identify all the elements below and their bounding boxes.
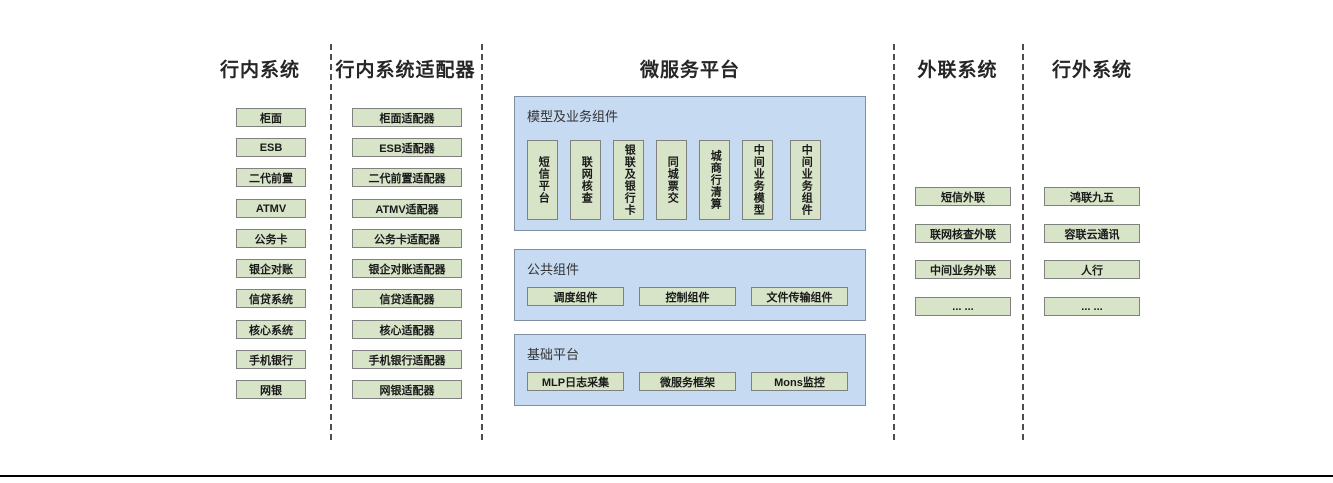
column-divider-3 <box>893 44 895 440</box>
node-external-1[interactable]: 联网核查外联 <box>915 224 1011 243</box>
node-base-1[interactable]: 微服务框架 <box>639 372 736 391</box>
node-in-bank-3[interactable]: ATMV <box>236 199 306 218</box>
node-base-2[interactable]: Mons监控 <box>751 372 848 391</box>
node-public-0[interactable]: 调度组件 <box>527 287 624 306</box>
node-adapter-1[interactable]: ESB适配器 <box>352 138 462 157</box>
column-title-in-bank-systems: 行内系统 <box>219 60 300 81</box>
node-model-6[interactable]: 中间业务组件 <box>790 140 821 220</box>
node-adapter-4[interactable]: 公务卡适配器 <box>352 229 462 248</box>
node-model-2[interactable]: 银联及银行卡 <box>613 140 644 220</box>
node-external-3[interactable]: ... ... <box>915 297 1011 316</box>
node-adapter-9[interactable]: 网银适配器 <box>352 380 462 399</box>
node-in-bank-7[interactable]: 核心系统 <box>236 320 306 339</box>
panel-base-platform: 基础平台 <box>514 334 866 406</box>
panel-title-public-components: 公共组件 <box>527 262 580 277</box>
node-in-bank-5[interactable]: 银企对账 <box>236 259 306 278</box>
node-model-0[interactable]: 短信平台 <box>527 140 558 220</box>
node-in-bank-6[interactable]: 信贷系统 <box>236 289 306 308</box>
column-divider-4 <box>1022 44 1024 440</box>
node-model-5[interactable]: 中间业务模型 <box>742 140 773 220</box>
node-outbank-2[interactable]: 人行 <box>1044 260 1140 279</box>
node-outbank-0[interactable]: 鸿联九五 <box>1044 187 1140 206</box>
node-adapter-6[interactable]: 信贷适配器 <box>352 289 462 308</box>
column-title-out-of-bank-systems: 行外系统 <box>1051 60 1132 81</box>
column-divider-1 <box>330 44 332 440</box>
node-in-bank-2[interactable]: 二代前置 <box>236 168 306 187</box>
node-model-4[interactable]: 城商行清算 <box>699 140 730 220</box>
node-in-bank-9[interactable]: 网银 <box>236 380 306 399</box>
node-in-bank-4[interactable]: 公务卡 <box>236 229 306 248</box>
node-model-1[interactable]: 联网核查 <box>570 140 601 220</box>
node-in-bank-0[interactable]: 柜面 <box>236 108 306 127</box>
node-base-0[interactable]: MLP日志采集 <box>527 372 624 391</box>
node-adapter-3[interactable]: ATMV适配器 <box>352 199 462 218</box>
node-external-2[interactable]: 中间业务外联 <box>915 260 1011 279</box>
node-outbank-1[interactable]: 容联云通讯 <box>1044 224 1140 243</box>
node-outbank-3[interactable]: ... ... <box>1044 297 1140 316</box>
node-public-1[interactable]: 控制组件 <box>639 287 736 306</box>
column-divider-2 <box>481 44 483 440</box>
panel-title-base-platform: 基础平台 <box>527 347 580 362</box>
node-adapter-0[interactable]: 柜面适配器 <box>352 108 462 127</box>
bottom-frame-rule <box>0 475 1333 477</box>
node-in-bank-8[interactable]: 手机银行 <box>236 350 306 369</box>
node-in-bank-1[interactable]: ESB <box>236 138 306 157</box>
node-public-2[interactable]: 文件传输组件 <box>751 287 848 306</box>
column-title-external-link-systems: 外联系统 <box>917 60 998 81</box>
column-title-in-bank-adapters: 行内系统适配器 <box>335 60 476 81</box>
node-model-3[interactable]: 同城票交 <box>656 140 687 220</box>
node-adapter-8[interactable]: 手机银行适配器 <box>352 350 462 369</box>
panel-public-components: 公共组件 <box>514 249 866 321</box>
node-adapter-7[interactable]: 核心适配器 <box>352 320 462 339</box>
column-title-microservice-platform: 微服务平台 <box>639 60 740 81</box>
node-external-0[interactable]: 短信外联 <box>915 187 1011 206</box>
node-adapter-5[interactable]: 银企对账适配器 <box>352 259 462 278</box>
panel-title-model-business-components: 模型及业务组件 <box>527 109 619 124</box>
node-adapter-2[interactable]: 二代前置适配器 <box>352 168 462 187</box>
